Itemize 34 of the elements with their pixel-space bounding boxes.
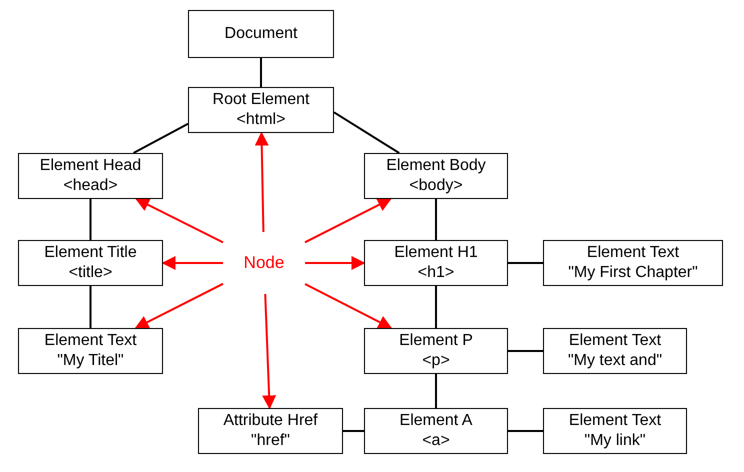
element-box: Element Body <body> bbox=[364, 153, 508, 199]
arrow bbox=[305, 256, 366, 270]
connector-line bbox=[508, 350, 543, 352]
element-box: Element Text "My text and" bbox=[543, 328, 687, 374]
arrow bbox=[254, 132, 269, 232]
connector-line bbox=[90, 286, 92, 328]
element-box: Attribute Href "href" bbox=[198, 408, 343, 454]
element-box: Document bbox=[188, 10, 334, 58]
element-box: Element P <p> bbox=[364, 328, 508, 374]
connector-line bbox=[133, 122, 188, 154]
arrow bbox=[162, 256, 223, 270]
connector-line bbox=[90, 199, 92, 240]
connector-line bbox=[435, 374, 437, 408]
connector-line bbox=[508, 262, 543, 264]
element-box: Element Text "My Titel" bbox=[18, 328, 163, 374]
element-box: Element Text "My First Chapter" bbox=[543, 240, 723, 286]
element-box: Element A <a> bbox=[364, 408, 508, 454]
connector-line bbox=[333, 111, 400, 154]
arrow bbox=[134, 282, 224, 329]
node-label: Node bbox=[243, 252, 285, 274]
arrow bbox=[304, 198, 392, 244]
connector-line bbox=[343, 430, 364, 432]
connector-line bbox=[435, 286, 437, 328]
element-box: Element H1 <h1> bbox=[364, 240, 508, 286]
arrow bbox=[262, 294, 276, 410]
element-box: Root Element <html> bbox=[188, 87, 334, 133]
element-box: Element Title <title> bbox=[18, 240, 163, 286]
connector-line bbox=[508, 430, 543, 432]
arrow bbox=[304, 283, 392, 329]
element-box: Element Head <head> bbox=[18, 153, 163, 199]
connector-line bbox=[260, 58, 262, 87]
connector-line bbox=[435, 199, 437, 240]
element-box: Element Text "My link" bbox=[543, 408, 687, 454]
arrow bbox=[135, 198, 224, 244]
